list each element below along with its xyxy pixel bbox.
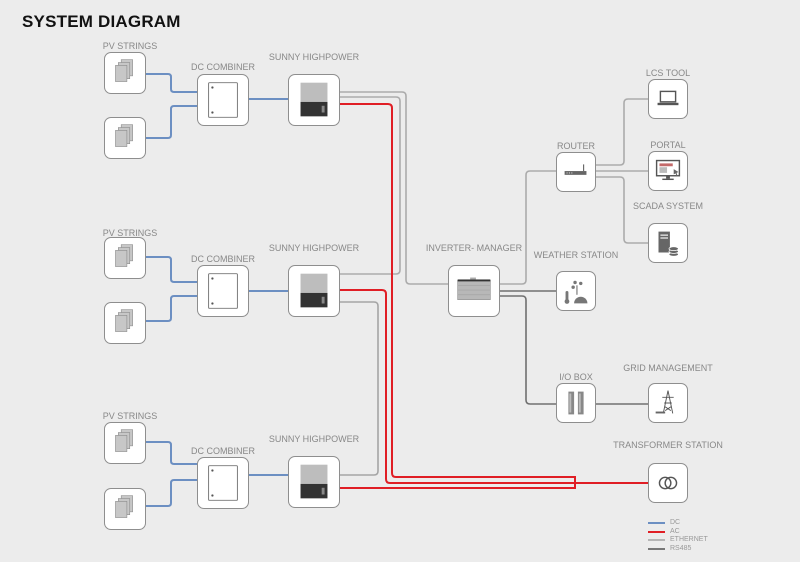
inverter-icon — [300, 464, 328, 499]
inverter-label-1: SUNNY HIGHPOWER — [268, 52, 360, 62]
io-box-label: I/O BOX — [559, 372, 593, 382]
ac-wires — [340, 103, 648, 489]
lcs-tool-node[interactable] — [648, 79, 688, 119]
dc-combiner-node[interactable] — [197, 74, 249, 126]
dc-wires — [144, 73, 288, 507]
io-module-icon — [568, 391, 584, 415]
rs485-wires — [500, 290, 648, 405]
inverter-manager-node[interactable] — [448, 265, 500, 317]
pv-strings-label-3: PV STRINGS — [102, 411, 158, 421]
scada-node[interactable] — [648, 223, 688, 263]
inverter-manager-icon — [457, 277, 491, 300]
legend: DC AC ETHERNET RS485 — [648, 519, 708, 553]
inverter-label-2: SUNNY HIGHPOWER — [268, 243, 360, 253]
portal-label: PORTAL — [650, 140, 686, 150]
legend-swatch — [648, 522, 665, 525]
legend-label: DC — [670, 519, 681, 526]
pv-string-node[interactable] — [104, 488, 146, 530]
router-node[interactable] — [556, 152, 596, 192]
scada-label: SCADA SYSTEM — [632, 201, 704, 211]
monitor-icon — [655, 159, 681, 181]
weather-station-node[interactable] — [556, 271, 596, 311]
portal-node[interactable] — [648, 151, 688, 191]
transformer-icon — [658, 476, 678, 490]
legend-swatch — [648, 530, 665, 533]
legend-item-dc: DC — [648, 519, 708, 528]
power-tower-icon — [655, 390, 674, 414]
transformer-label: TRANSFORMER STATION — [613, 440, 723, 450]
dc-combiner-label-1: DC COMBINER — [190, 62, 255, 72]
combiner-box-icon — [208, 273, 238, 309]
inverter-icon — [300, 82, 328, 117]
pv-string-node[interactable] — [104, 237, 146, 279]
sunny-highpower-node[interactable] — [288, 456, 340, 508]
solar-panel-icon — [115, 59, 133, 82]
legend-item-ethernet: ETHERNET — [648, 536, 708, 545]
pv-string-node[interactable] — [104, 422, 146, 464]
grid-management-label: GRID MANAGEMENT — [623, 363, 713, 373]
legend-item-rs485: RS485 — [648, 545, 708, 554]
weather-station-icon — [564, 280, 588, 304]
pv-strings-label-2: PV STRINGS — [102, 228, 158, 238]
solar-panel-icon — [115, 124, 133, 147]
pv-string-node[interactable] — [104, 302, 146, 344]
legend-label: AC — [670, 527, 680, 535]
legend-swatch — [648, 547, 665, 550]
dc-combiner-node[interactable] — [197, 457, 249, 509]
legend-item-ac: AC — [648, 528, 708, 537]
pv-string-node[interactable] — [104, 52, 146, 94]
diagram-title: SYSTEM DIAGRAM — [22, 12, 181, 31]
router-icon — [564, 164, 587, 175]
sunny-highpower-node[interactable] — [288, 74, 340, 126]
dc-combiner-node[interactable] — [197, 265, 249, 317]
lcs-tool-label: LCS TOOL — [645, 68, 691, 78]
ethernet-wires — [340, 91, 648, 476]
inverter-label-3: SUNNY HIGHPOWER — [268, 434, 360, 444]
solar-panel-icon — [115, 309, 133, 332]
router-label: ROUTER — [557, 141, 595, 151]
pv-strings-label-1: PV STRINGS — [102, 41, 158, 51]
dc-combiner-label-3: DC COMBINER — [190, 446, 255, 456]
legend-swatch — [648, 539, 665, 542]
combiner-box-icon — [208, 465, 238, 501]
server-database-icon — [658, 231, 679, 257]
dc-combiner-label-2: DC COMBINER — [190, 254, 255, 264]
weather-station-label: WEATHER STATION — [533, 250, 619, 260]
legend-label: RS485 — [670, 544, 692, 552]
combiner-box-icon — [208, 82, 238, 118]
laptop-icon — [657, 90, 679, 106]
pv-string-node[interactable] — [104, 117, 146, 159]
solar-panel-icon — [115, 429, 133, 452]
solar-panel-icon — [115, 495, 133, 518]
solar-panel-icon — [115, 244, 133, 267]
inverter-manager-label: INVERTER- MANAGER — [425, 243, 523, 253]
sunny-highpower-node[interactable] — [288, 265, 340, 317]
inverter-icon — [300, 273, 328, 308]
legend-label: ETHERNET — [670, 536, 708, 543]
transformer-node[interactable] — [648, 463, 688, 503]
grid-management-node[interactable] — [648, 383, 688, 423]
io-box-node[interactable] — [556, 383, 596, 423]
